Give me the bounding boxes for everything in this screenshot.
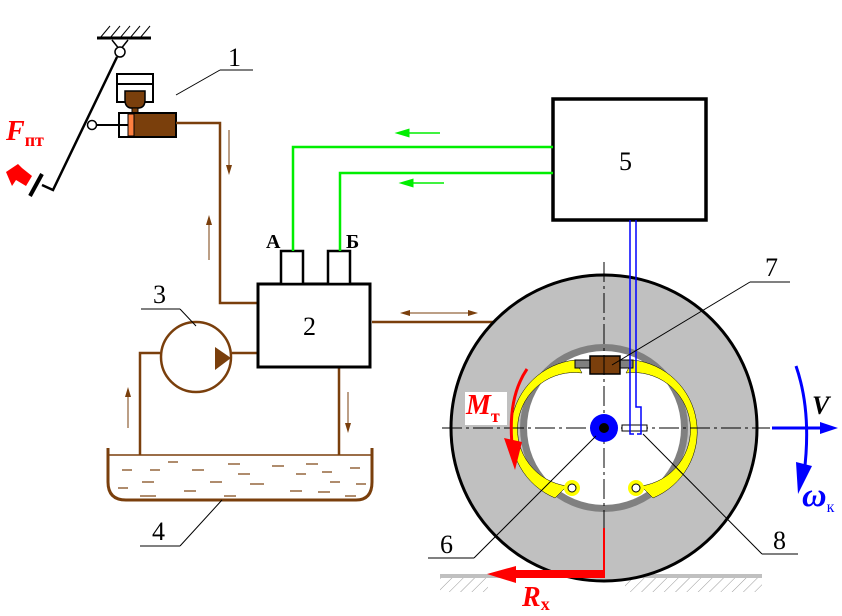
- angular-velocity-label: ωк: [802, 477, 835, 516]
- velocity-label: V: [812, 391, 832, 420]
- modulator-block: 2 А Б: [256, 231, 372, 369]
- label-1: 1: [228, 43, 241, 72]
- port-b: [326, 249, 352, 286]
- label-8: 8: [773, 526, 786, 555]
- line-master-to-modulator: [176, 121, 258, 305]
- pedal-lever: [41, 56, 119, 192]
- master-piston: [127, 113, 135, 137]
- road-reaction-label: Rx: [521, 582, 550, 614]
- modulator-body: [256, 282, 372, 369]
- signal-line-b: [338, 171, 553, 251]
- master-cylinder: [116, 73, 177, 138]
- torque-label-bg: [465, 392, 507, 425]
- pedal-mount-hatch: [99, 25, 151, 39]
- pedal-assembly: [28, 25, 151, 197]
- pump: [159, 320, 233, 394]
- pedal-force-arrow: [6, 164, 32, 186]
- master-cylinder-body: [128, 112, 177, 138]
- angular-velocity-arrow: [794, 365, 812, 494]
- sensor-wire: [629, 220, 642, 435]
- port-a: [279, 249, 305, 286]
- brake-torque-arrow: [504, 368, 529, 470]
- label-5: 5: [619, 147, 632, 176]
- pump-direction-icon: [215, 347, 231, 370]
- label-6: 6: [440, 530, 453, 559]
- velocity-arrow: [772, 422, 838, 434]
- signal-line-a: [291, 145, 553, 251]
- pushrod-joint: [86, 119, 98, 131]
- brake-torque-label: Mт: [465, 390, 500, 426]
- reservoir-tank: [106, 448, 374, 502]
- line-reservoir-to-pump: [138, 351, 160, 455]
- control-unit-body: [551, 97, 708, 222]
- pedal-force-label: Fпт: [5, 116, 44, 150]
- signal-lines: [291, 145, 553, 251]
- label-4: 4: [152, 517, 165, 546]
- reservoir: [106, 448, 374, 502]
- flow-arrows: [125, 130, 478, 433]
- signal-arrows: [394, 128, 444, 188]
- fluid-dashes: [118, 461, 366, 497]
- port-b-label: Б: [346, 231, 359, 253]
- label-7: 7: [765, 253, 778, 282]
- speed-sensor-rotor: [621, 424, 648, 432]
- control-unit: 5: [551, 97, 708, 222]
- port-a-label: А: [266, 231, 281, 253]
- pedal-pad: [28, 173, 44, 197]
- label-3: 3: [153, 280, 166, 309]
- wheel-cylinder: [589, 355, 621, 375]
- label-2: 2: [303, 312, 316, 341]
- pump-body: [159, 320, 233, 394]
- road-reaction-arrow: [487, 528, 605, 583]
- pedal-pivot: [114, 46, 126, 58]
